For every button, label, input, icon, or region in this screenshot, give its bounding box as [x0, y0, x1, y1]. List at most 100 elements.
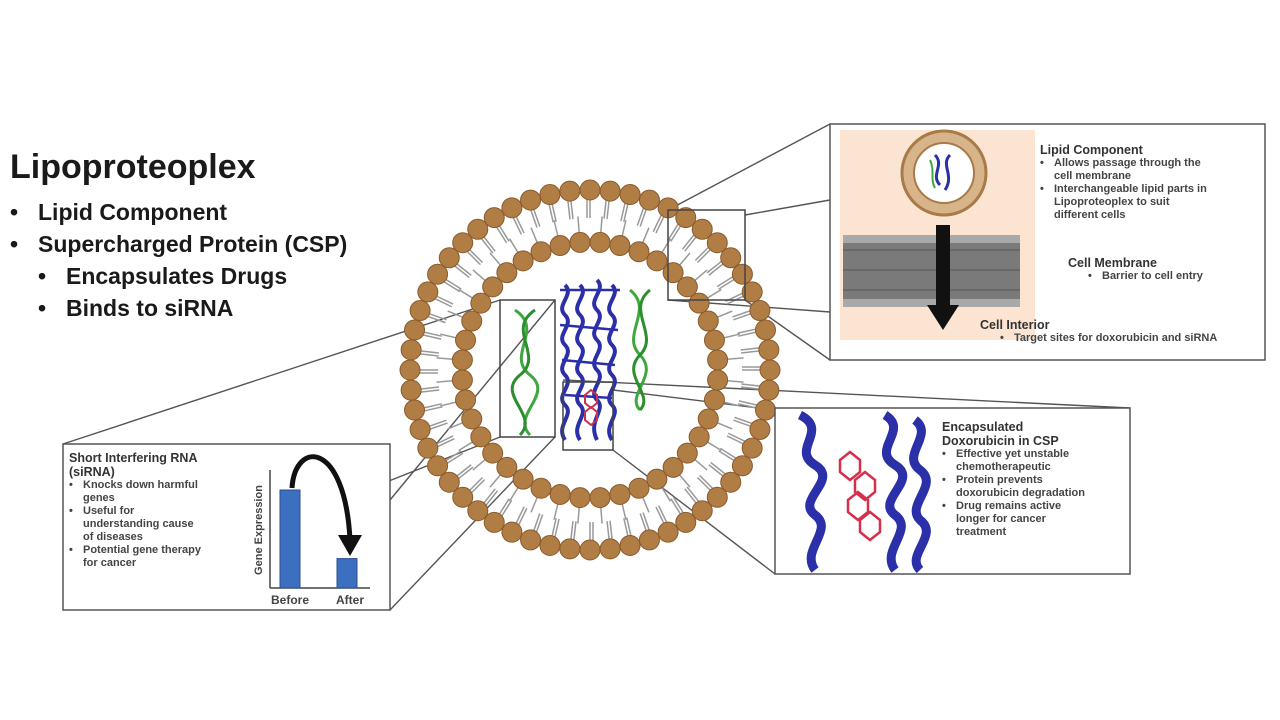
lipid-tail [738, 400, 759, 407]
lipid-tail [708, 464, 725, 478]
lipid-head [404, 319, 426, 341]
lipid-head [520, 189, 542, 211]
csp-protein [559, 278, 620, 442]
lipid-head [697, 310, 719, 332]
lipid-tail [639, 513, 648, 533]
lipid-tail [427, 419, 447, 428]
lipid-tail [621, 220, 627, 238]
lipid-head [676, 276, 698, 298]
lipid-tail [725, 379, 744, 383]
lipid-tail [734, 416, 754, 425]
lipid-tail [436, 379, 455, 383]
lipid-tail [623, 202, 630, 222]
lipid-tail [599, 216, 603, 235]
lipid-tail [727, 432, 747, 443]
lipid-tail [529, 208, 538, 228]
lipid-head [619, 184, 641, 206]
lipid-head [569, 487, 591, 509]
lipid-tail [692, 457, 708, 471]
lipid-tail [440, 401, 458, 407]
lipid-head [467, 500, 489, 522]
lipid-tail [447, 310, 465, 319]
lipid-tail [740, 386, 762, 391]
lipid-tail [715, 310, 733, 319]
sirna-panel [62, 443, 391, 611]
lipid-head [482, 442, 504, 464]
lipid-tail [436, 357, 455, 361]
lipid-tail [726, 435, 746, 446]
lipid-head [452, 486, 474, 508]
lipid-head [707, 369, 729, 391]
lipid-tail [550, 518, 557, 538]
lipid-head [470, 292, 492, 314]
lipid-tail [741, 383, 762, 388]
sirna-heading: Short Interfering RNA [69, 451, 198, 465]
lipid-head [657, 521, 679, 543]
lipid-tail [422, 403, 442, 410]
lipid-tail [553, 220, 559, 238]
lipid-head [530, 241, 552, 263]
lipid-tail [696, 247, 713, 264]
lipid-tail [677, 252, 691, 268]
lipid-tail [692, 269, 708, 283]
lipid-tail [482, 235, 496, 252]
lipid-head [559, 180, 581, 202]
lipid-head [589, 231, 611, 253]
lipid-tail [553, 518, 560, 539]
lipid-tail [626, 517, 632, 538]
lipid-head [400, 379, 422, 401]
lipid-head [703, 389, 725, 411]
lipid-tail [467, 247, 484, 264]
lipid-tail [517, 507, 528, 527]
lipid-tail [548, 202, 554, 223]
lipid-head [675, 511, 697, 533]
lipid-head [706, 232, 728, 254]
lipid-tail [621, 502, 627, 520]
lipid-tail [511, 216, 523, 235]
bullet-subitem: •Binds to siRNA [38, 295, 234, 321]
lipid-tail [740, 349, 762, 354]
lipid-tail [733, 419, 753, 428]
lipid-tail [718, 450, 737, 463]
lipid-head [539, 534, 561, 556]
lipid-tail [418, 352, 439, 357]
lipid-head [688, 292, 710, 314]
lipid-tail [710, 461, 727, 476]
lipid-head [409, 418, 431, 440]
lipid-head [461, 310, 483, 332]
lipid-tail [667, 222, 680, 241]
lipid-tail [489, 252, 503, 268]
lipid-head [589, 487, 611, 509]
lipid-tail [641, 495, 650, 513]
lipid-head [720, 247, 742, 269]
lipid-head [720, 471, 742, 493]
lipid-tail [456, 466, 474, 481]
lipid-head [688, 426, 710, 448]
lipid-head [512, 468, 534, 490]
lipid-tail [489, 472, 503, 488]
lipid-tail [716, 275, 735, 288]
chart-ylabel: Gene Expression [253, 485, 265, 575]
lipid-tail [479, 236, 494, 254]
lipid-head [452, 232, 474, 254]
lipid-head [707, 349, 729, 371]
dox-heading: Encapsulated [942, 420, 1024, 434]
lipid-tail [514, 214, 525, 234]
lipid-tail [567, 199, 571, 220]
lipid-tail [620, 201, 627, 222]
lipid-tail [722, 333, 740, 339]
lipid-tail [469, 479, 486, 495]
lipid-head [520, 529, 542, 551]
lipid-tail [455, 262, 472, 276]
lipid-tail [532, 207, 541, 227]
bullet-item: •Lipid Component [10, 199, 228, 225]
lipid-head [599, 538, 621, 560]
lipid-head [483, 207, 505, 229]
lipid-head [638, 529, 660, 551]
lipid-tail [495, 225, 508, 244]
membrane-heading: Cell Membrane [1068, 256, 1157, 270]
lipid-panel [829, 123, 1266, 361]
lipid-tail [445, 452, 464, 465]
lipid-tail [670, 223, 683, 242]
lipid-tail [636, 206, 645, 226]
